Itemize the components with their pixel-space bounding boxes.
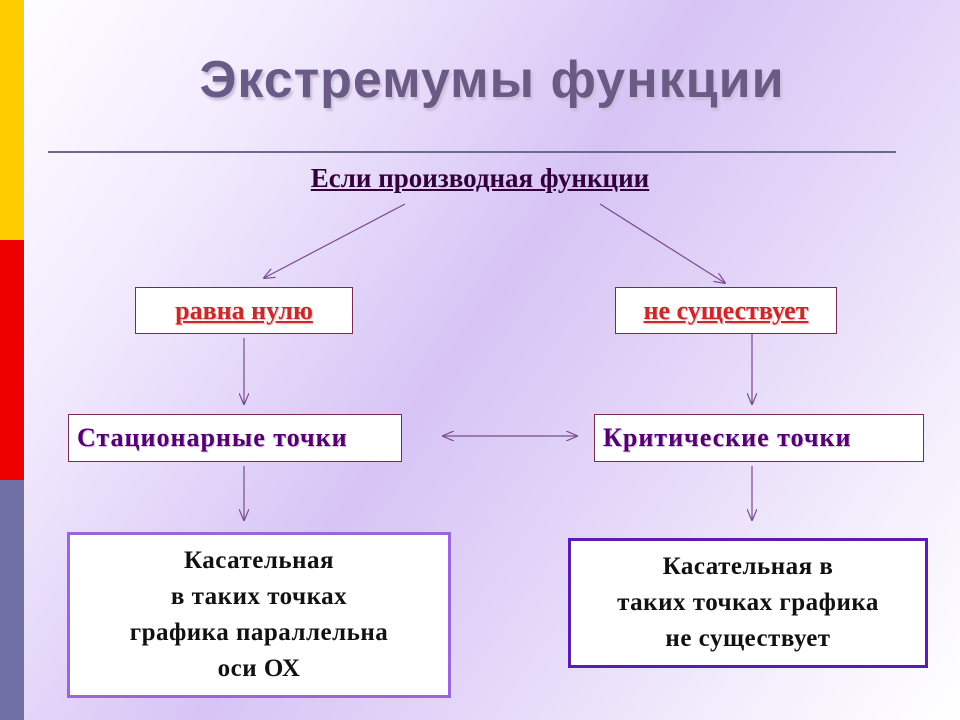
- critical-points-box: Критические точки: [594, 414, 924, 462]
- tangent-parallel-line: оси ОХ: [217, 655, 301, 682]
- tangent-none-line: не существует: [665, 625, 831, 652]
- condition-box-none: не существует: [615, 287, 837, 334]
- accent-stripe-red: [0, 240, 24, 480]
- tangent-parallel-box: Касательная в таких точках графика парал…: [67, 532, 451, 698]
- root-condition: Если производная функции: [310, 163, 650, 193]
- tangent-parallel-line: Касательная: [183, 547, 335, 574]
- title-divider: [48, 151, 896, 153]
- accent-stripe-slate: [0, 480, 24, 720]
- condition-box-zero: равна нулю: [135, 287, 353, 334]
- stationary-points-label: Стационарные точки: [77, 423, 348, 452]
- tangent-parallel-line: графика параллельна: [129, 619, 389, 646]
- tangent-none-line: Касательная в: [662, 553, 834, 580]
- arrow-to-none: [599, 203, 725, 283]
- tangent-none-line: таких точках графика: [617, 589, 879, 616]
- condition-label-none: не существует: [643, 295, 809, 325]
- tangent-none-box: Касательная в таких точках графика не су…: [568, 538, 928, 668]
- critical-points-label: Критические точки: [603, 423, 852, 452]
- tangent-parallel-line: в таких точках: [170, 583, 348, 610]
- condition-label-zero: равна нулю: [175, 295, 313, 325]
- arrow-to-zero: [264, 203, 406, 278]
- slide-title: Экстремумы функции: [199, 51, 785, 109]
- accent-stripe-yellow: [0, 0, 24, 240]
- stationary-points-box: Стационарные точки: [68, 414, 402, 462]
